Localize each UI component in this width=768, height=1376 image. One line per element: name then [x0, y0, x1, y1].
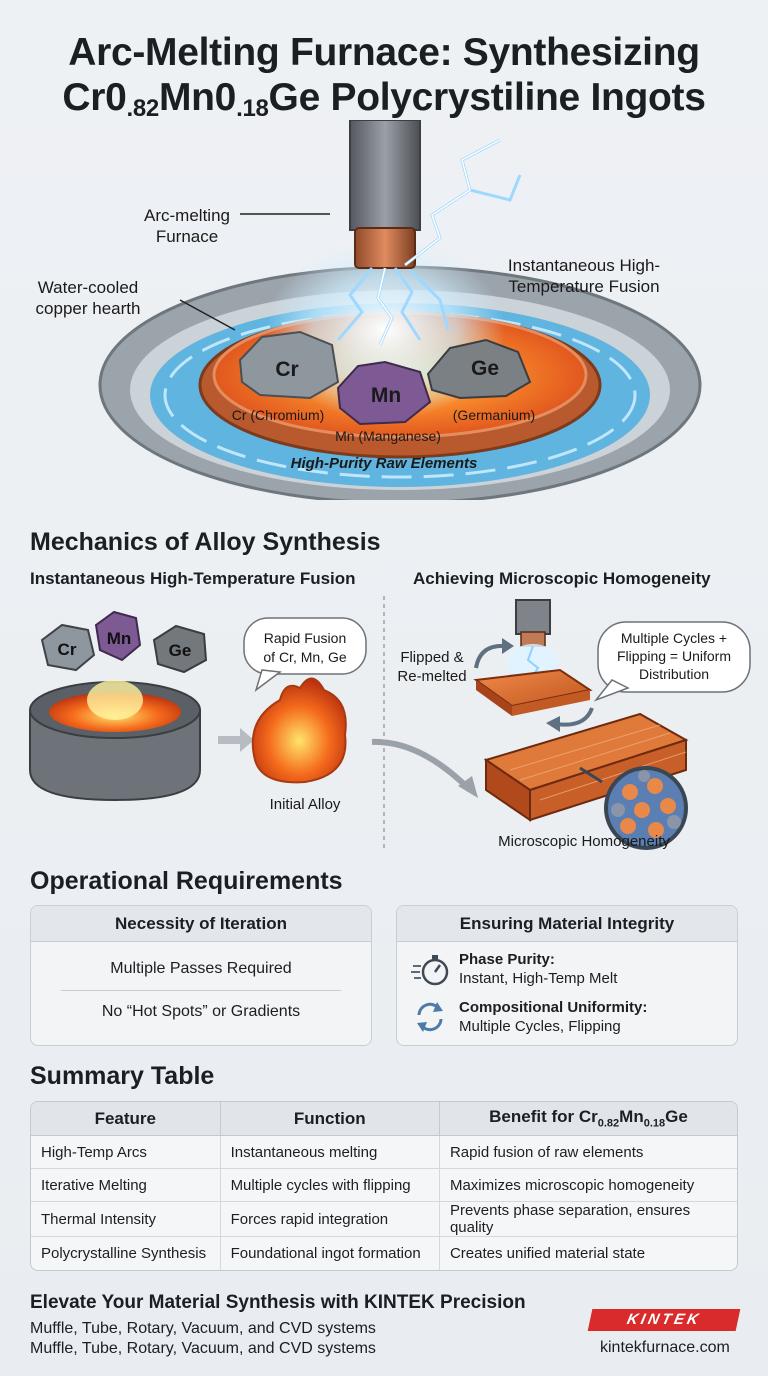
summary-table: Feature Function Benefit for Cr0.82Mn0.1… [30, 1101, 738, 1271]
speech-bubble-1 [243, 617, 367, 692]
speech-bubble-2 [593, 621, 751, 702]
table-row: Polycrystalline Synthesis Foundational i… [31, 1237, 737, 1270]
table-cell-function: Multiple cycles with flipping [220, 1169, 440, 1202]
phase-purity-title: Phase Purity: [459, 951, 555, 968]
hero-cr-name: Cr (Chromium) [232, 407, 325, 423]
hero-hearth-label-1: Water-cooled [38, 278, 138, 297]
hero-mn-symbol: Mn [371, 384, 401, 407]
hero-raw-label: High-Purity Raw Elements [291, 455, 478, 472]
compositional-uniformity-row: Compositional Uniformity: Multiple Cycle… [411, 998, 647, 1036]
table-row: Thermal Intensity Forces rapid integrati… [31, 1202, 737, 1237]
hero-mn-name: Mn (Manganese) [335, 428, 441, 444]
mechanics-illustration: Cr Mn Ge Rapid Fusion of Cr, Mn, Ge Init… [29, 596, 751, 850]
flipped-label-2: Re-melted [397, 668, 466, 685]
col-benefit: Benefit for Cr0.82Mn0.18Ge [439, 1102, 737, 1136]
table-cell-benefit: Maximizes microscopic homogeneity [439, 1169, 737, 1202]
arrow-right-icon [218, 728, 254, 752]
table-cell-function: Instantaneous melting [220, 1136, 440, 1169]
initial-alloy-fireball [251, 677, 347, 784]
table-row: Iterative Melting Multiple cycles with f… [31, 1169, 737, 1202]
hero-furnace-label-2: Furnace [156, 227, 218, 246]
mechanics-right-title: Achieving Microscopic Homogeneity [413, 569, 711, 588]
mech-mn: Mn [107, 629, 132, 648]
summary-header-row: Feature Function Benefit for Cr0.82Mn0.1… [31, 1102, 737, 1136]
iteration-line-2: No “Hot Spots” or Gradients [101, 1003, 301, 1020]
phase-purity-desc: Instant, High-Temp Melt [459, 970, 618, 987]
iteration-card-title: Necessity of Iteration [31, 906, 371, 942]
flipped-label-1: Flipped & [400, 649, 463, 666]
title-line-1: Arc-Melting Furnace: Synthesizing [68, 31, 700, 74]
table-cell-benefit: Prevents phase separation, ensures quali… [439, 1202, 737, 1237]
hero-ge-symbol: Ge [471, 357, 499, 380]
refresh-cycle-icon [417, 1002, 443, 1032]
table-cell-feature: Polycrystalline Synthesis [31, 1237, 221, 1270]
hero-fusion-label-1: Instantaneous High- [508, 256, 660, 275]
table-cell-feature: Thermal Intensity [31, 1202, 221, 1237]
integrity-card: Ensuring Material Integrity Phase Purity… [396, 905, 738, 1046]
compositional-uniformity-title: Compositional Uniformity: [459, 999, 648, 1016]
iteration-divider [61, 990, 341, 991]
operational-heading: Operational Requirements [30, 867, 343, 895]
table-row: High-Temp Arcs Instantaneous melting Rap… [31, 1136, 737, 1169]
iteration-line-1: Multiple Passes Required [110, 960, 292, 977]
arc-furnace-illustration: Cr Mn Ge Cr (Chromium) Mn (Manganese) (G… [36, 120, 702, 500]
hero-hearth-label-2: copper hearth [36, 299, 141, 318]
footer-line-2: Muffle, Tube, Rotary, Vacuum, and CVD sy… [30, 1340, 376, 1357]
hero-furnace-label-1: Arc-melting [144, 206, 230, 225]
stopwatch-icon [411, 955, 449, 986]
table-cell-function: Forces rapid integration [220, 1202, 440, 1237]
footer-line-1: Muffle, Tube, Rotary, Vacuum, and CVD sy… [30, 1320, 376, 1337]
hero-cr-symbol: Cr [275, 358, 298, 381]
cr-rock [238, 330, 340, 400]
hero-ge-name: (Germanium) [453, 407, 535, 423]
summary-heading: Summary Table [30, 1062, 215, 1090]
bubble-2-line-2: Flipping = Uniform [617, 648, 731, 664]
initial-alloy-label: Initial Alloy [270, 796, 341, 813]
electrode-rod [349, 120, 421, 231]
compositional-uniformity-desc: Multiple Cycles, Flipping [459, 1018, 621, 1035]
mech-ge-rock [152, 624, 208, 674]
bubble-1-line-1: Rapid Fusion [264, 630, 347, 646]
table-cell-benefit: Rapid fusion of raw elements [439, 1136, 737, 1169]
flip-arrow-icon [474, 643, 507, 669]
col-feature: Feature [31, 1102, 221, 1136]
mech-cr-rock [40, 623, 96, 672]
table-cell-benefit: Creates unified material state [439, 1237, 737, 1270]
phase-purity-row: Phase Purity: Instant, High-Temp Melt [411, 950, 617, 988]
mechanics-heading: Mechanics of Alloy Synthesis [30, 528, 381, 556]
mech-ge: Ge [169, 641, 192, 660]
table-cell-function: Foundational ingot formation [220, 1237, 440, 1270]
mech-mn-rock [94, 610, 142, 662]
hero-fusion-label-2: Temperature Fusion [508, 277, 659, 296]
kintek-logo[interactable]: KINTEK [587, 1309, 741, 1331]
footer-headline: Elevate Your Material Synthesis with KIN… [30, 1292, 526, 1313]
homogeneity-label: Microscopic Homogeneity [498, 833, 670, 850]
bubble-2-line-1: Multiple Cycles + [621, 630, 727, 646]
ge-rock [426, 338, 532, 400]
website-link[interactable]: kintekfurnace.com [600, 1339, 730, 1356]
iteration-card: Necessity of Iteration Multiple Passes R… [30, 905, 372, 1046]
table-cell-feature: High-Temp Arcs [31, 1136, 221, 1169]
bubble-1-line-2: of Cr, Mn, Ge [263, 649, 346, 665]
bubble-2-line-3: Distribution [639, 666, 709, 682]
page-title: Arc-Melting Furnace: Synthesizing Cr0.82… [0, 30, 768, 131]
mechanics-left-title: Instantaneous High-Temperature Fusion [30, 569, 356, 588]
table-cell-feature: Iterative Melting [31, 1169, 221, 1202]
integrity-card-title: Ensuring Material Integrity [397, 906, 737, 942]
col-function: Function [220, 1102, 440, 1136]
electrode-tip [354, 227, 416, 269]
title-line-2: Cr0.82Mn0.18Ge Polycrystiline Ingots [62, 76, 706, 122]
mech-cr: Cr [58, 640, 77, 659]
mn-rock [336, 360, 432, 426]
